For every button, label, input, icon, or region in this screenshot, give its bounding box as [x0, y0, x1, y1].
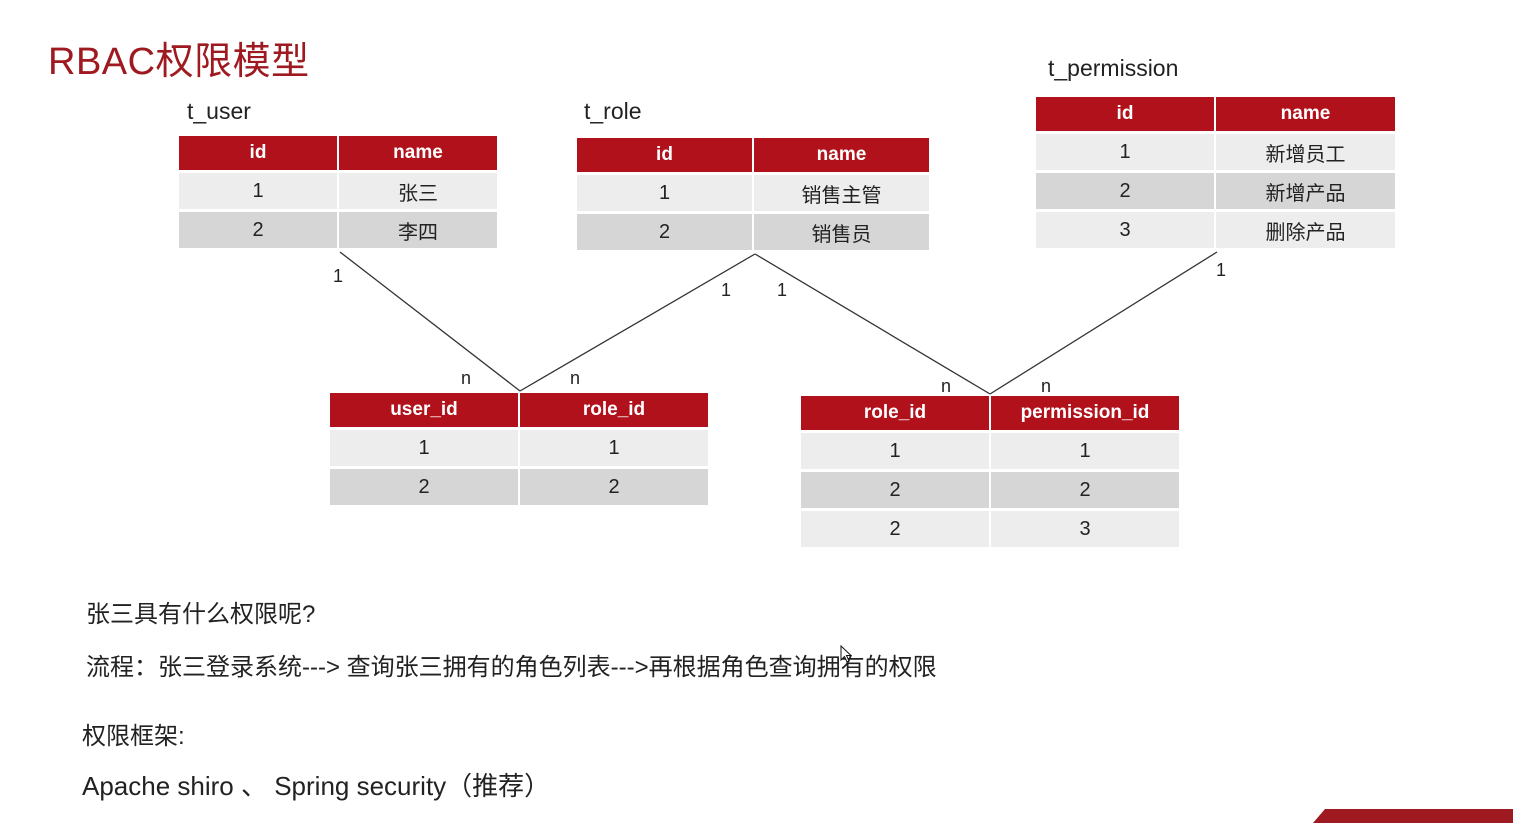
question-text: 张三具有什么权限呢?: [86, 601, 316, 628]
table-cell: 删除产品: [1216, 212, 1395, 248]
t-user-table: id name 1 张三 2 李四: [177, 133, 499, 251]
framework-list: Apache shiro 、 Spring security（推荐）: [82, 771, 551, 801]
table-row: 1 1: [801, 433, 1179, 469]
table-cell: 3: [991, 511, 1179, 547]
table-cell: 2: [330, 469, 518, 505]
table-header-row: user_id role_id: [330, 393, 708, 427]
column-header: role_id: [520, 393, 708, 427]
table-cell: 2: [179, 212, 337, 248]
table-cell: 1: [801, 433, 989, 469]
column-header: name: [339, 136, 497, 170]
cardinality-role-left: 1: [721, 280, 731, 300]
column-header: id: [577, 138, 752, 172]
table-header-row: id name: [179, 136, 497, 170]
table-header-row: role_id permission_id: [801, 396, 1179, 430]
role-permission-table: role_id permission_id 1 1 2 2 2 3: [799, 393, 1181, 550]
table-cell: 1: [179, 173, 337, 209]
table-header-row: id name: [577, 138, 929, 172]
cardinality-user-role-right: n: [570, 368, 580, 388]
cardinality-role-perm-left: n: [941, 376, 951, 396]
flow-text: 流程：张三登录系统---> 查询张三拥有的角色列表--->再根据角色查询拥有的权…: [86, 654, 937, 681]
table-cell: 1: [330, 430, 518, 466]
table-cell: 新增员工: [1216, 134, 1395, 170]
table-row: 1 1: [330, 430, 708, 466]
table-row: 2 李四: [179, 212, 497, 248]
table-cell: 2: [801, 511, 989, 547]
table-row: 3 删除产品: [1036, 212, 1395, 248]
column-header: role_id: [801, 396, 989, 430]
table-cell: 张三: [339, 173, 497, 209]
table-row: 2 2: [801, 472, 1179, 508]
column-header: name: [1216, 97, 1395, 131]
user-role-table: user_id role_id 1 1 2 2: [328, 390, 710, 508]
column-header: id: [179, 136, 337, 170]
table-row: 1 张三: [179, 173, 497, 209]
table-cell: 2: [991, 472, 1179, 508]
cardinality-user-side: 1: [333, 266, 343, 286]
table-row: 1 新增员工: [1036, 134, 1395, 170]
cardinality-permission-side: 1: [1216, 260, 1226, 280]
column-header: user_id: [330, 393, 518, 427]
table-cell: 销售主管: [754, 175, 929, 211]
t-role-table: id name 1 销售主管 2 销售员: [575, 135, 931, 253]
table-row: 1 销售主管: [577, 175, 929, 211]
table-row: 2 销售员: [577, 214, 929, 250]
corner-banner: [1313, 809, 1513, 823]
column-header: id: [1036, 97, 1214, 131]
table-row: 2 2: [330, 469, 708, 505]
framework-label: 权限框架:: [82, 723, 185, 750]
table-cell: 2: [801, 472, 989, 508]
table-cell: 2: [577, 214, 752, 250]
line-user-to-user-role: [339, 251, 521, 392]
mouse-cursor-icon: [840, 645, 852, 663]
cardinality-role-perm-right: n: [1041, 376, 1051, 396]
page-title: RBAC权限模型: [48, 41, 310, 83]
cardinality-user-role-left: n: [461, 368, 471, 388]
column-header: name: [754, 138, 929, 172]
column-header: permission_id: [991, 396, 1179, 430]
table-cell: 1: [991, 433, 1179, 469]
table-cell: 新增产品: [1216, 173, 1395, 209]
cardinality-role-right: 1: [777, 280, 787, 300]
table-cell: 销售员: [754, 214, 929, 250]
table-cell: 2: [520, 469, 708, 505]
table-row: 2 3: [801, 511, 1179, 547]
table-cell: 李四: [339, 212, 497, 248]
table-header-row: id name: [1036, 97, 1395, 131]
line-permission-to-role-permission: [989, 251, 1218, 395]
table-cell: 1: [1036, 134, 1214, 170]
table-row: 2 新增产品: [1036, 173, 1395, 209]
table-cell: 1: [520, 430, 708, 466]
table-cell: 3: [1036, 212, 1214, 248]
table-cell: 1: [577, 175, 752, 211]
t-role-label: t_role: [584, 98, 642, 124]
line-role-to-role-permission: [754, 253, 991, 395]
table-cell: 2: [1036, 173, 1214, 209]
t-permission-label: t_permission: [1048, 55, 1179, 81]
line-role-to-user-role: [519, 253, 756, 392]
t-user-label: t_user: [187, 98, 251, 124]
t-permission-table: id name 1 新增员工 2 新增产品 3 删除产品: [1034, 94, 1397, 251]
